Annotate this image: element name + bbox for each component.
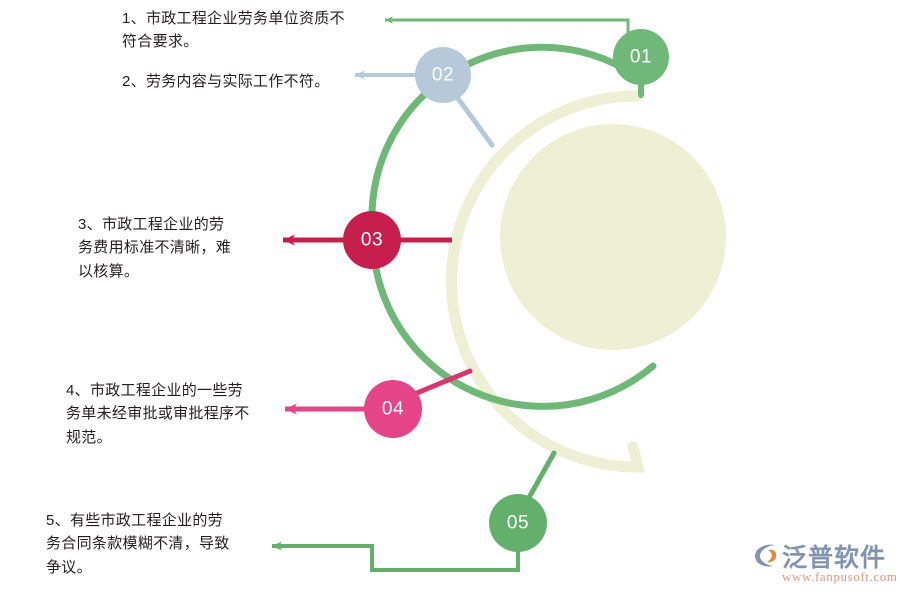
- fanpu-logo-mark-icon: [755, 544, 777, 567]
- logo-wordmark: 泛普软件: [782, 544, 887, 572]
- callout-text-1: 1、市政工程企业劳务单位资质不 符合要求。: [122, 10, 345, 51]
- outer-arc-lower: [369, 236, 657, 410]
- callout-text-4: 4、市政工程企业的一些劳 务单未经审批或审批程序不 规范。: [66, 382, 250, 446]
- node-03[interactable]: 03: [343, 211, 401, 269]
- node-02[interactable]: 02: [415, 47, 471, 103]
- callout-arrow-1: [385, 16, 630, 35]
- logo-url: www.fanpusoft.com: [782, 569, 898, 584]
- node-04-label: 04: [382, 399, 404, 420]
- node-01-label: 01: [630, 47, 652, 68]
- pale-ring-arc: [446, 90, 646, 473]
- node-05-label: 05: [507, 513, 529, 534]
- node-05[interactable]: 05: [489, 494, 547, 552]
- callout-text-2: 2、劳务内容与实际工作不符。: [122, 73, 330, 90]
- callout-text-3: 3、市政工程企业的劳 务费用标准不清晰，难 以核算。: [78, 216, 232, 280]
- callout-arrow-5: [272, 541, 520, 572]
- core-disc: [500, 124, 726, 350]
- brand-logo: 泛普软件 www.fanpusoft.com: [752, 538, 900, 594]
- node-02-label: 02: [432, 65, 454, 86]
- node-04[interactable]: 04: [364, 380, 422, 438]
- node-03-label: 03: [361, 230, 383, 251]
- node-01[interactable]: 01: [613, 29, 669, 85]
- callout-text-5: 5、有些市政工程企业的劳 务合同条款模糊不清，导致 争议。: [46, 512, 230, 576]
